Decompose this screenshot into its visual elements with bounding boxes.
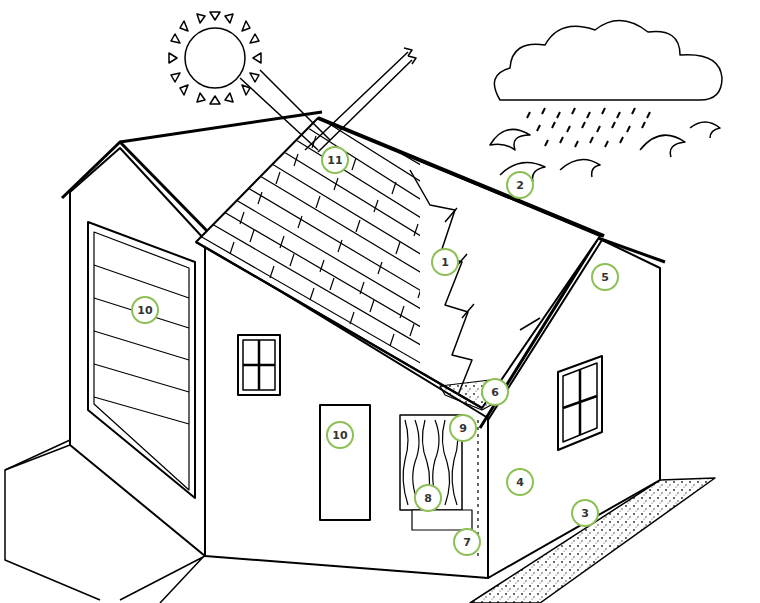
sun: [169, 12, 261, 104]
callout-number: 2: [506, 171, 534, 199]
rain: [527, 108, 650, 147]
callout-number: 3: [571, 499, 599, 527]
driveway-edge: [5, 440, 100, 600]
callout-number: 11: [321, 146, 349, 174]
callout-number: 8: [414, 484, 442, 512]
side-window: [558, 356, 602, 450]
front-door: [320, 405, 370, 520]
cloud: [494, 20, 722, 100]
callout-number: 1: [431, 248, 459, 276]
front-window: [238, 335, 280, 395]
callout-number: 6: [481, 378, 509, 406]
callout-number: 7: [453, 528, 481, 556]
callout-number: 10: [326, 421, 354, 449]
garage-ridge: [120, 112, 322, 142]
callout-number: 4: [506, 468, 534, 496]
roof: [196, 118, 600, 408]
walkway-edge: [120, 555, 205, 603]
roof-layers: [410, 170, 472, 395]
callout-number: 10: [131, 296, 159, 324]
sun-rays: [240, 52, 412, 152]
garage-door: [88, 222, 195, 498]
callout-number: 5: [591, 263, 619, 291]
callout-number: 9: [449, 414, 477, 442]
